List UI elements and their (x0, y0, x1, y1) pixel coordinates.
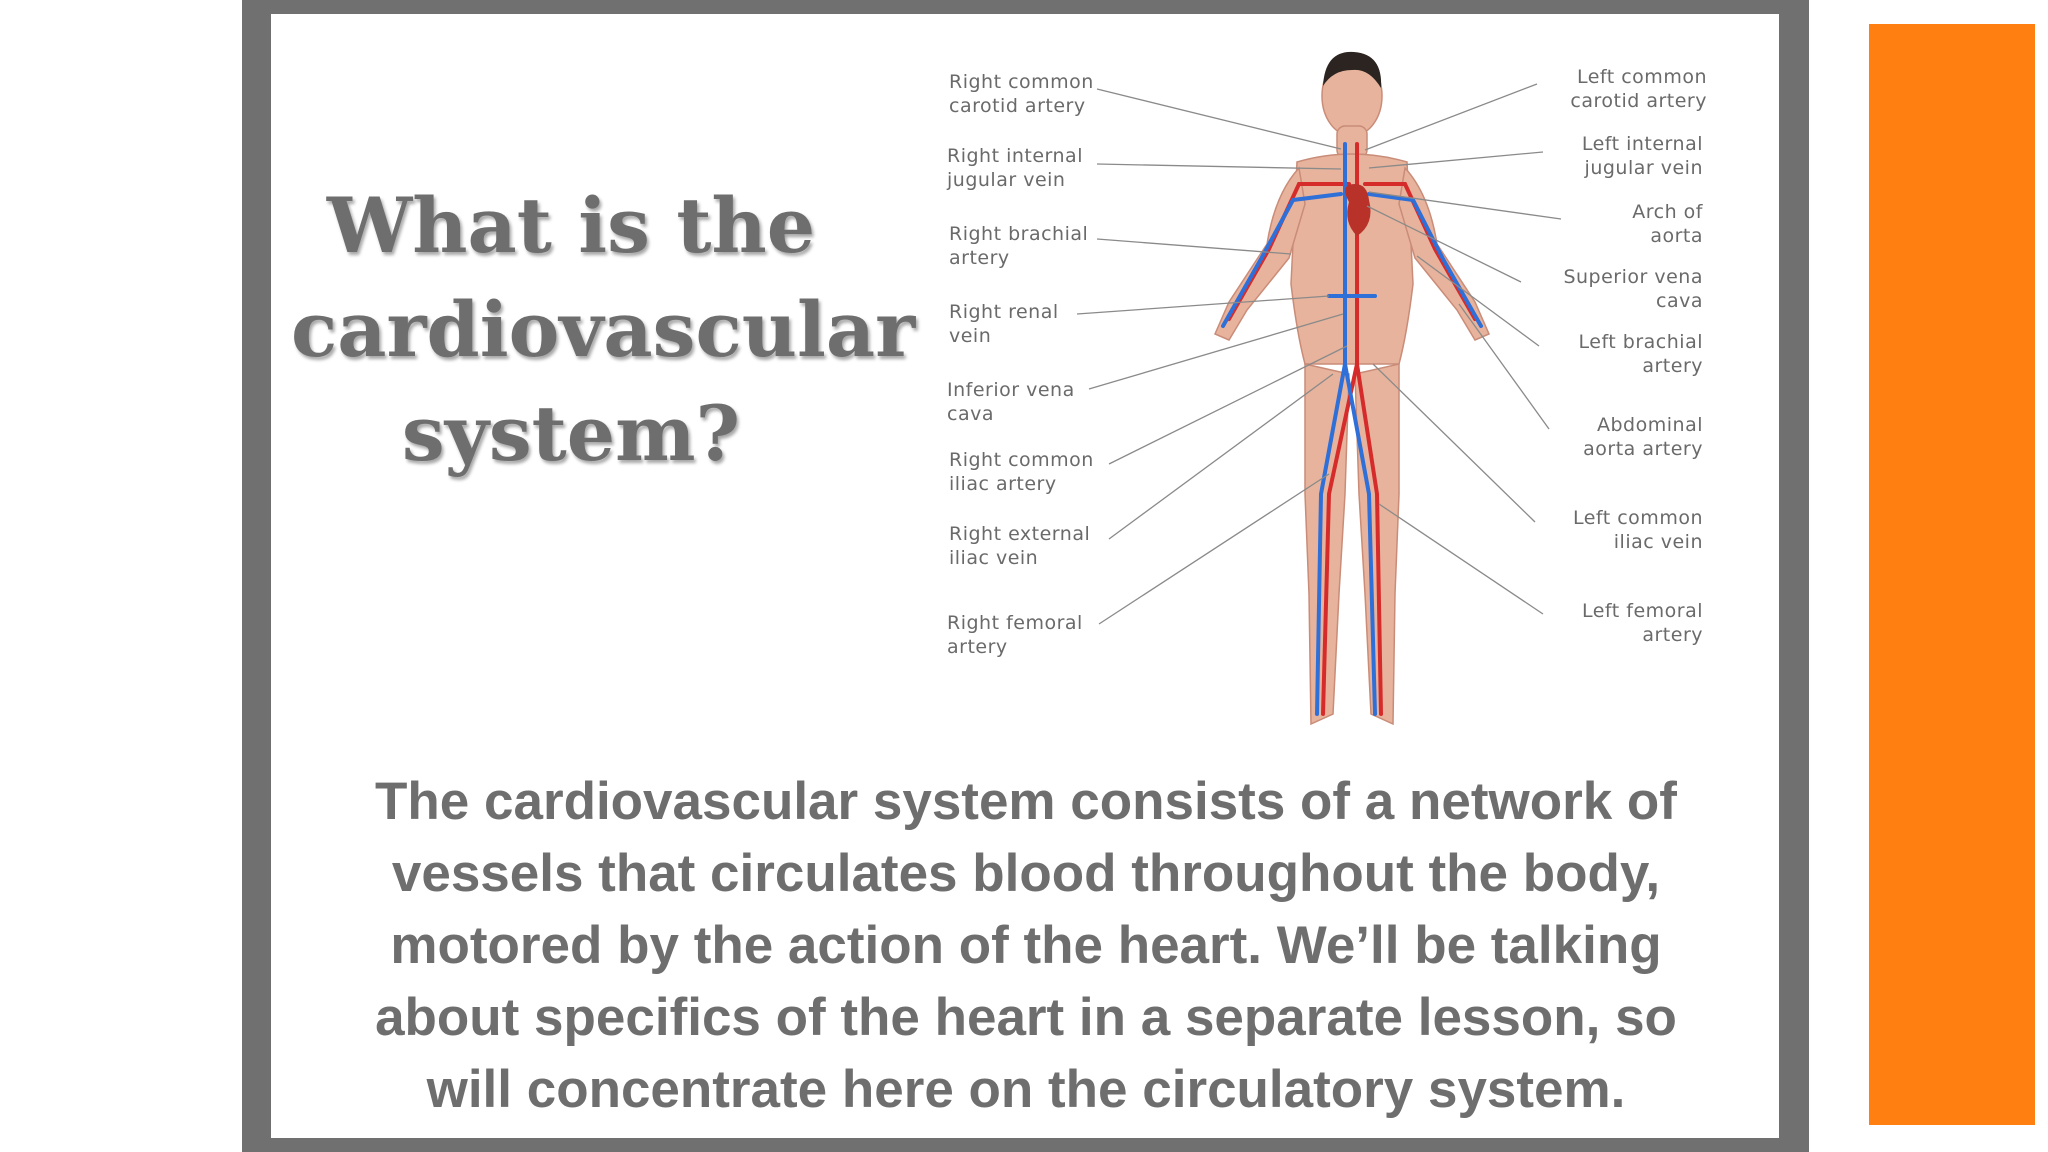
label-right-common-iliac-artery: Right common iliac artery (949, 449, 1094, 495)
slide-title-line: cardiovascular (291, 285, 916, 374)
hair (1323, 51, 1382, 88)
label-left-internal-jugular-vein: Left internal jugular vein (1581, 133, 1703, 179)
orange-accent-bar (1869, 24, 2035, 1125)
label-right-external-iliac-vein: Right external iliac vein (949, 523, 1091, 569)
label-right-femoral-artery: Right femoral artery (947, 612, 1083, 658)
label-left-brachial-artery: Left brachial artery (1578, 331, 1703, 377)
label-superior-vena-cava: Superior vena cava (1563, 266, 1703, 312)
label-abdominal-aorta-artery: Abdominal aorta artery (1583, 414, 1703, 460)
label-inferior-vena-cava: Inferior vena cava (947, 379, 1075, 425)
label-left-femoral-artery: Left femoral artery (1581, 600, 1703, 646)
body-text-line: motored by the action of the heart. We’l… (390, 916, 1662, 975)
circulatory-system-diagram: Right common carotid artery Right intern… (929, 34, 1769, 744)
label-arch-of-aorta: Arch of aorta (1632, 201, 1703, 247)
slide-title: What is the cardiovascular system? (291, 174, 916, 486)
slide-body-text: The cardiovascular system consists of a … (291, 766, 1761, 1126)
heart (1345, 184, 1371, 236)
label-left-common-carotid-artery: Left common carotid artery (1570, 66, 1707, 112)
body-text-line: will concentrate here on the circulatory… (426, 1060, 1626, 1119)
body-text-line: vessels that circulates blood throughout… (391, 844, 1661, 903)
label-left-common-iliac-vein: Left common iliac vein (1572, 507, 1703, 553)
label-right-brachial-artery: Right brachial artery (949, 223, 1089, 269)
label-right-renal-vein: Right renal vein (949, 301, 1059, 347)
veins (1221, 142, 1483, 716)
body-text-line: about specifics of the heart in a separa… (375, 988, 1677, 1047)
slide-title-line: system? (401, 389, 741, 478)
label-right-internal-jugular-vein: Right internal jugular vein (947, 145, 1083, 191)
slide-panel: What is the cardiovascular system? (271, 14, 1779, 1138)
label-right-common-carotid-artery: Right common carotid artery (949, 71, 1094, 117)
body-text-line: The cardiovascular system consists of a … (375, 772, 1677, 831)
human-body-illustration (1076, 51, 1562, 726)
leader-lines (1076, 83, 1562, 625)
slide-title-line: What is the (326, 181, 816, 270)
